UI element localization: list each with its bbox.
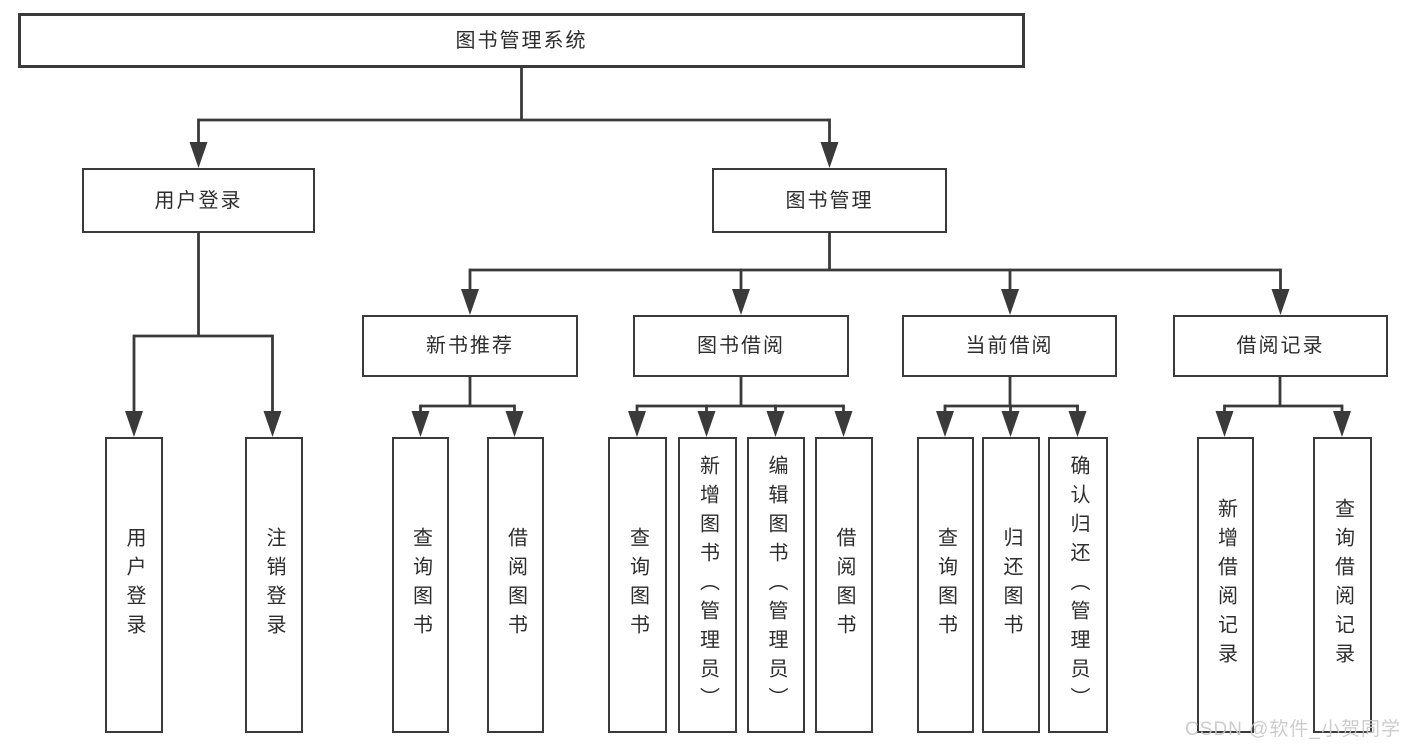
csdn-watermark: CSDN @软件_小贺同学 xyxy=(1185,719,1401,740)
node-book-borrowing: 图书借阅 xyxy=(633,315,849,377)
node-book-management-label: 图书管理 xyxy=(785,189,874,212)
node-library-management-system: 图书管理系统 xyxy=(18,13,1025,68)
leaf-logout: 注销登录 xyxy=(245,437,303,733)
node-borrowing-records: 借阅记录 xyxy=(1173,315,1388,377)
leaf-edit-books-admin: 编辑图书（管理员） xyxy=(747,437,805,733)
node-book-borrowing-label: 图书借阅 xyxy=(697,335,785,357)
leaf-search-books-borrowing: 查询图书 xyxy=(608,437,667,733)
leaf-search-borrowing-record-label: 查询借阅记录 xyxy=(1331,498,1354,672)
arrowheads xyxy=(125,142,1351,437)
leaf-borrow-books: 借阅图书 xyxy=(815,437,873,733)
node-new-book-recommendation: 新书推荐 xyxy=(362,315,578,377)
leaf-add-borrowing-record: 新增借阅记录 xyxy=(1197,437,1254,733)
node-user-login: 用户登录 xyxy=(82,168,315,233)
leaf-search-books-current: 查询图书 xyxy=(917,437,974,733)
node-new-book-recommendation-label: 新书推荐 xyxy=(426,335,514,357)
node-library-management-system-label: 图书管理系统 xyxy=(455,29,588,52)
leaf-return-books: 归还图书 xyxy=(982,437,1040,733)
leaf-search-books-current-label: 查询图书 xyxy=(934,527,957,643)
leaf-return-books-label: 归还图书 xyxy=(1000,527,1022,643)
leaf-add-books-admin-label: 新增图书（管理员） xyxy=(696,454,719,716)
leaf-borrow-books-recommendation: 借阅图书 xyxy=(487,437,544,733)
leaf-borrow-books-label: 借阅图书 xyxy=(833,527,855,643)
node-borrowing-records-label: 借阅记录 xyxy=(1236,335,1325,357)
leaf-logout-label: 注销登录 xyxy=(263,527,285,643)
node-current-borrowing: 当前借阅 xyxy=(902,315,1117,377)
leaf-confirm-return-admin-label: 确认归还（管理员） xyxy=(1067,454,1089,716)
leaf-user-login-label: 用户登录 xyxy=(123,527,145,643)
leaf-borrow-books-recommendation-label: 借阅图书 xyxy=(504,527,527,643)
leaf-confirm-return-admin: 确认归还（管理员） xyxy=(1048,437,1108,733)
node-current-borrowing-label: 当前借阅 xyxy=(965,335,1054,357)
leaf-search-books-recommendation: 查询图书 xyxy=(392,437,449,733)
node-user-login-label: 用户登录 xyxy=(154,189,243,212)
node-book-management: 图书管理 xyxy=(712,168,947,233)
leaf-search-books-recommendation-label: 查询图书 xyxy=(409,527,432,643)
leaf-search-borrowing-record: 查询借阅记录 xyxy=(1313,437,1372,733)
leaf-add-books-admin: 新增图书（管理员） xyxy=(678,437,737,733)
leaf-user-login: 用户登录 xyxy=(105,437,163,733)
leaf-add-borrowing-record-label: 新增借阅记录 xyxy=(1214,498,1237,672)
leaf-search-books-borrowing-label: 查询图书 xyxy=(626,527,649,643)
leaf-edit-books-admin-label: 编辑图书（管理员） xyxy=(765,454,787,716)
